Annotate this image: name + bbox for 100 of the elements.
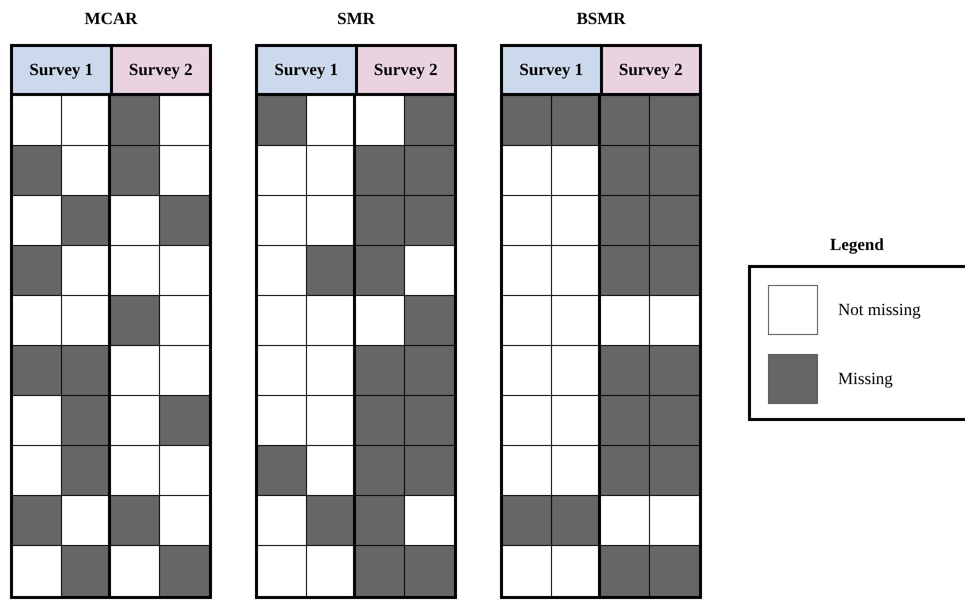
missing-cell — [552, 496, 601, 546]
present-cell — [307, 146, 356, 196]
present-cell — [258, 196, 307, 246]
missing-cell — [650, 446, 699, 496]
present-cell — [503, 296, 552, 346]
legend-title: Legend — [830, 234, 884, 256]
missing-cell — [356, 546, 405, 596]
present-cell — [552, 346, 601, 396]
missing-cell — [62, 396, 111, 446]
present-cell — [111, 246, 160, 296]
missing-cell — [552, 96, 601, 146]
present-cell — [552, 146, 601, 196]
missing-cell — [650, 96, 699, 146]
present-cell — [258, 396, 307, 446]
present-cell — [258, 246, 307, 296]
present-cell — [62, 246, 111, 296]
present-cell — [62, 96, 111, 146]
missing-cell — [160, 546, 209, 596]
missing-cell — [650, 246, 699, 296]
legend-text: Not missing — [838, 299, 921, 322]
present-cell — [13, 96, 62, 146]
missing-cell — [258, 446, 307, 496]
missing-cell — [503, 496, 552, 546]
present-cell — [62, 146, 111, 196]
survey-header: Survey 2 — [112, 47, 209, 96]
missing-cell — [13, 246, 62, 296]
present-cell — [503, 246, 552, 296]
missing-cell — [160, 396, 209, 446]
missing-cell — [405, 346, 454, 396]
missing-cell — [405, 446, 454, 496]
legend-text: Missing — [838, 368, 893, 390]
missing-cell — [356, 346, 405, 396]
present-cell — [307, 296, 356, 346]
missing-cell — [601, 196, 650, 246]
present-cell — [552, 196, 601, 246]
present-cell — [552, 296, 601, 346]
missing-cell — [356, 496, 405, 546]
present-cell — [13, 296, 62, 346]
present-cell — [13, 196, 62, 246]
missing-cell — [405, 146, 454, 196]
missing-cell — [356, 446, 405, 496]
panel-title: BSMR — [576, 10, 626, 27]
missing-cell — [356, 146, 405, 196]
present-cell — [503, 446, 552, 496]
missing-cell — [111, 96, 160, 146]
present-cell — [307, 396, 356, 446]
missing-cell — [13, 496, 62, 546]
missing-cell — [601, 446, 650, 496]
present-cell — [601, 296, 650, 346]
present-cell — [503, 196, 552, 246]
present-cell — [503, 346, 552, 396]
present-cell — [356, 296, 405, 346]
missing-cell — [601, 96, 650, 146]
present-cell — [111, 396, 160, 446]
missing-cell — [601, 146, 650, 196]
missing-cell — [111, 496, 160, 546]
missing-cell — [111, 146, 160, 196]
missing-cell — [405, 396, 454, 446]
missing-cell — [258, 96, 307, 146]
survey-header: Survey 1 — [503, 47, 602, 96]
missing-cell — [601, 346, 650, 396]
missing-cell — [405, 196, 454, 246]
missing-cell — [503, 96, 552, 146]
missing-cell — [405, 546, 454, 596]
present-cell — [111, 196, 160, 246]
survey-header: Survey 2 — [602, 47, 699, 96]
present-cell — [307, 196, 356, 246]
missing-cell — [111, 296, 160, 346]
missing-cell — [13, 346, 62, 396]
present-cell — [258, 146, 307, 196]
missing-cell — [601, 246, 650, 296]
missing-cell — [405, 96, 454, 146]
missing-cell — [650, 546, 699, 596]
missing-cell — [650, 396, 699, 446]
present-cell — [307, 446, 356, 496]
missing-cell — [62, 546, 111, 596]
missing-cell — [62, 346, 111, 396]
missing-cell — [356, 246, 405, 296]
present-cell — [552, 396, 601, 446]
survey-header: Survey 1 — [258, 47, 358, 96]
present-cell — [552, 446, 601, 496]
panel-title: SMR — [337, 10, 375, 27]
present-cell — [62, 296, 111, 346]
present-cell — [356, 96, 405, 146]
missing-cell — [405, 296, 454, 346]
present-cell — [601, 496, 650, 546]
present-cell — [258, 346, 307, 396]
present-cell — [307, 346, 356, 396]
missing-cell — [356, 196, 405, 246]
present-cell — [552, 246, 601, 296]
missing-cell — [62, 446, 111, 496]
missing-cell — [601, 546, 650, 596]
missing-cell — [650, 146, 699, 196]
present-cell — [503, 146, 552, 196]
present-cell — [111, 346, 160, 396]
survey-header: Survey 2 — [358, 47, 454, 96]
present-cell — [62, 496, 111, 546]
present-cell — [258, 496, 307, 546]
missing-cell — [307, 496, 356, 546]
present-cell — [307, 96, 356, 146]
